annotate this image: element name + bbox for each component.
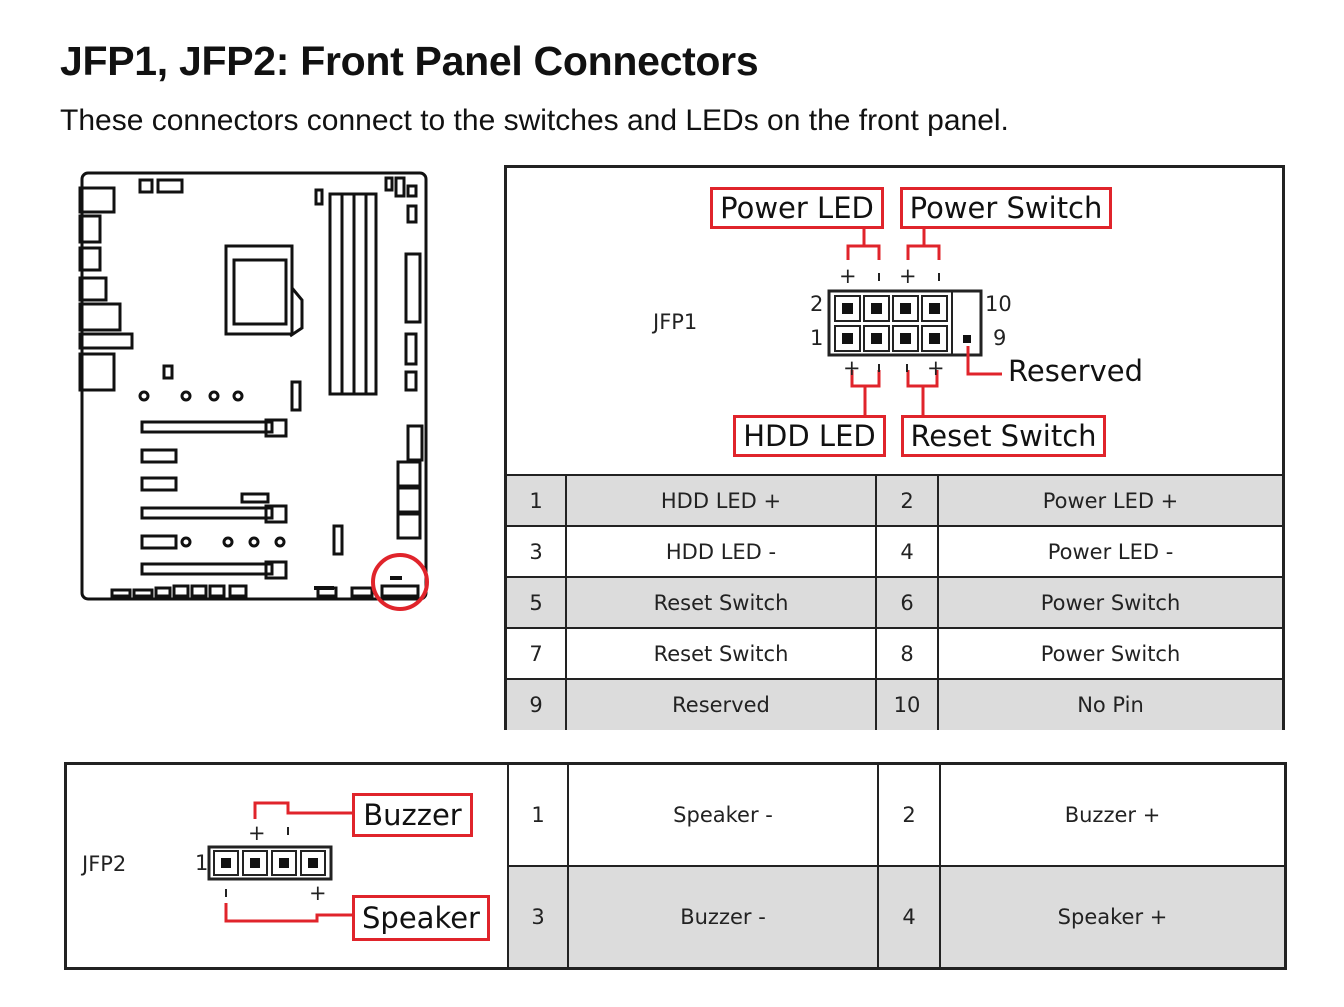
table-row: 1 Speaker - 2 Buzzer + xyxy=(507,765,1284,866)
power-switch-plus: + xyxy=(899,264,917,288)
pin-4 xyxy=(871,303,882,314)
pin-7 xyxy=(929,333,940,344)
pin-label-2: 2 xyxy=(810,292,824,316)
table-row: 7 Reset Switch 8 Power Switch xyxy=(507,627,1282,679)
table-row: 3 Buzzer - 4 Speaker + xyxy=(507,865,1284,967)
table-row: 5 Reset Switch 6 Power Switch xyxy=(507,576,1282,628)
page-title: JFP1, JFP2: Front Panel Connectors xyxy=(60,38,759,84)
reset-switch-plus: + xyxy=(927,356,945,380)
jfp2-pin-2 xyxy=(250,858,260,868)
power-led-plus: + xyxy=(839,264,857,288)
jfp2-pin-table: 1 Speaker - 2 Buzzer + 3 Buzzer - 4 Spea… xyxy=(507,765,1284,967)
pin-9 xyxy=(963,335,971,343)
table-row: 1 HDD LED + 2 Power LED + xyxy=(507,474,1282,526)
buzzer-plus: + xyxy=(248,821,266,845)
hdd-led-callout: HDD LED xyxy=(733,415,886,457)
hdd-led-plus: + xyxy=(843,356,861,380)
jfp1-label: JFP1 xyxy=(653,310,698,334)
jfp2-label: JFP2 xyxy=(82,852,127,876)
pin-2 xyxy=(842,303,853,314)
table-row: 3 HDD LED - 4 Power LED - xyxy=(507,525,1282,577)
power-switch-callout: Power Switch xyxy=(900,187,1112,229)
reset-switch-callout: Reset Switch xyxy=(901,415,1106,457)
jfp1-header-diagram xyxy=(827,229,1002,415)
pin-label-9: 9 xyxy=(993,326,1007,350)
table-row: 9 Reserved 10 No Pin xyxy=(507,678,1282,730)
pin-6 xyxy=(900,303,911,314)
jfp2-pin-one-label: 1 xyxy=(195,851,209,875)
jfp1-panel: JFP1 Power LED Power Switch HDD LED Rese… xyxy=(504,165,1285,730)
jfp2-header-diagram xyxy=(207,801,352,923)
pin-label-1: 1 xyxy=(810,326,824,350)
page-subtitle: These connectors connect to the switches… xyxy=(60,104,1009,137)
jfp2-pin-4 xyxy=(308,858,318,868)
jfp-location-highlight xyxy=(371,553,429,611)
pin-3 xyxy=(871,333,882,344)
speaker-callout: Speaker xyxy=(352,895,490,941)
jfp2-pin-1 xyxy=(221,858,231,868)
jfp2-pin-3 xyxy=(279,858,289,868)
power-led-callout: Power LED xyxy=(710,187,884,229)
motherboard-diagram xyxy=(78,171,429,611)
board-outline xyxy=(80,171,428,601)
buzzer-callout: Buzzer xyxy=(352,793,473,837)
pin-1 xyxy=(842,333,853,344)
jfp2-panel: JFP2 Buzzer Speaker + + 1 1 Speaker - 2 xyxy=(64,762,1287,970)
pin-5 xyxy=(900,333,911,344)
pin-label-10: 10 xyxy=(985,292,1012,316)
reserved-callout: Reserved xyxy=(1008,354,1143,388)
speaker-plus: + xyxy=(309,881,327,905)
jfp1-pin-table: 1 HDD LED + 2 Power LED + 3 HDD LED - 4 … xyxy=(507,474,1282,730)
pin-8 xyxy=(929,303,940,314)
